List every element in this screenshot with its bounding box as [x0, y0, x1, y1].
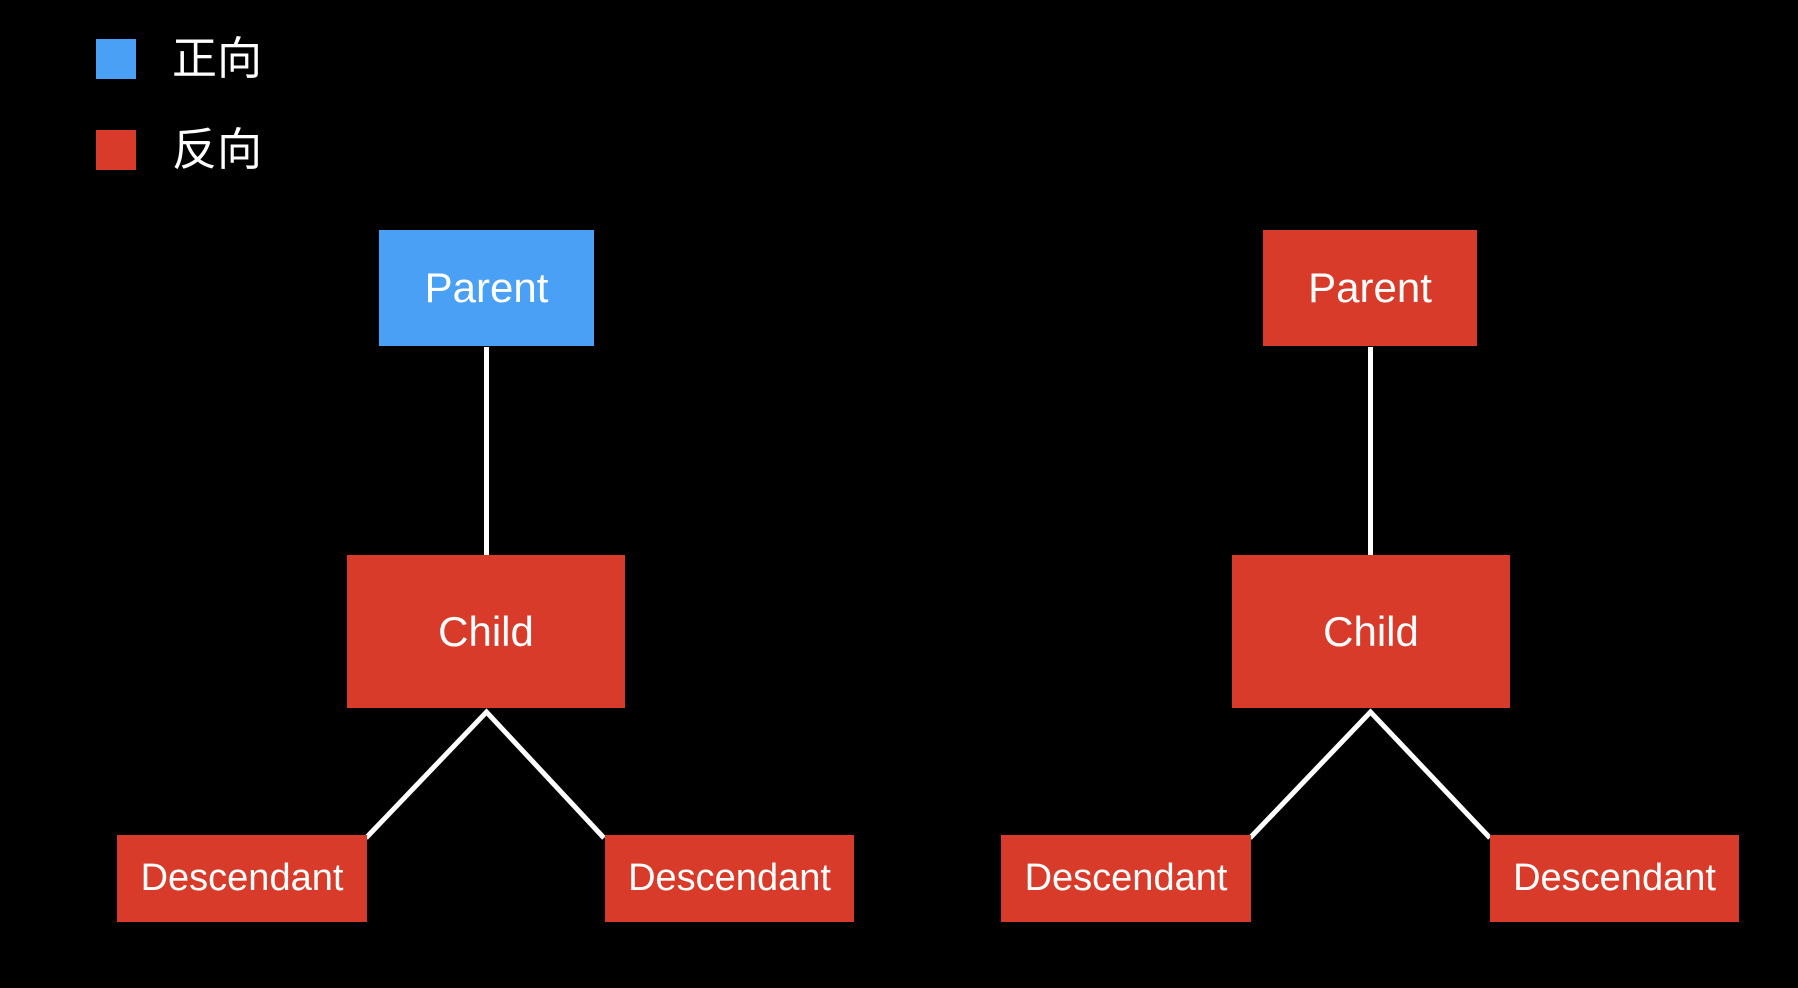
- legend-label-forward: 正向: [172, 33, 263, 84]
- legend-label-reverse: 反向: [172, 124, 263, 175]
- node-right-parent: Parent: [1263, 230, 1477, 346]
- legend-item-forward: 正向: [96, 33, 263, 84]
- edge-left-child-descendants: [364, 708, 606, 840]
- legend-item-reverse: 反向: [96, 124, 263, 175]
- node-left-parent: Parent: [379, 230, 594, 346]
- node-right-descendant-2: Descendant: [1490, 835, 1739, 922]
- edge-right-child-descendants: [1248, 708, 1492, 840]
- reverse-color-swatch: [96, 130, 136, 170]
- forward-color-swatch: [96, 39, 136, 79]
- node-right-descendant-1: Descendant: [1001, 835, 1251, 922]
- node-left-child: Child: [347, 555, 625, 708]
- node-left-descendant-2: Descendant: [605, 835, 854, 922]
- legend: 正向 反向: [96, 33, 263, 220]
- node-right-child: Child: [1232, 555, 1510, 708]
- node-left-descendant-1: Descendant: [117, 835, 367, 922]
